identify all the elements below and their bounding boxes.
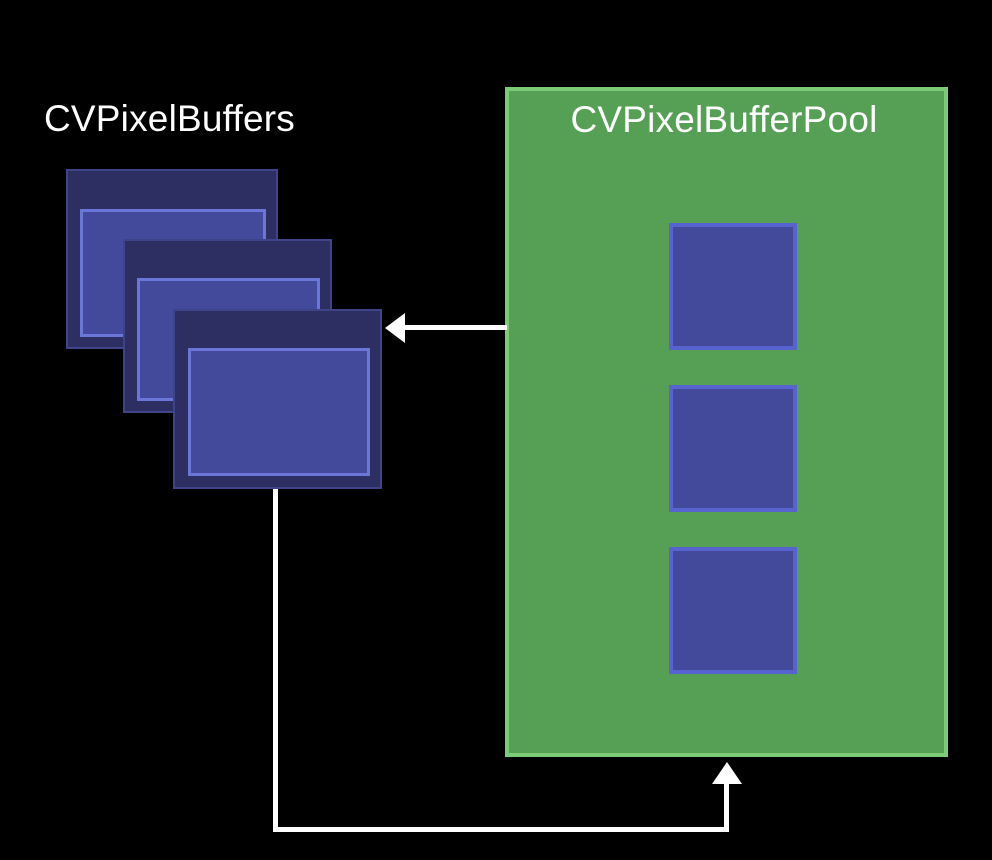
- pool-slot-1[interactable]: [669, 223, 797, 350]
- pool-to-buffers-arrow-line: [403, 325, 507, 330]
- buffers-to-pool-arrow-segment-horizontal: [273, 827, 729, 832]
- pool-to-buffers-arrow-head: [385, 313, 405, 343]
- buffers-to-pool-arrow-segment-riser: [724, 782, 729, 832]
- pixel-buffers-title: CVPixelBuffers: [44, 98, 295, 139]
- pixel-buffer-card-front[interactable]: [173, 309, 382, 489]
- pool-slot-3[interactable]: [669, 547, 797, 674]
- pixel-buffer-pool-panel[interactable]: [505, 87, 948, 757]
- pixel-buffer-pool-title: CVPixelBufferPool: [570, 99, 878, 140]
- pixel-buffer-card-surface: [188, 348, 370, 476]
- pool-slot-2[interactable]: [669, 385, 797, 512]
- buffers-to-pool-arrow-head: [712, 762, 742, 784]
- buffers-to-pool-arrow-segment-vertical: [273, 489, 278, 832]
